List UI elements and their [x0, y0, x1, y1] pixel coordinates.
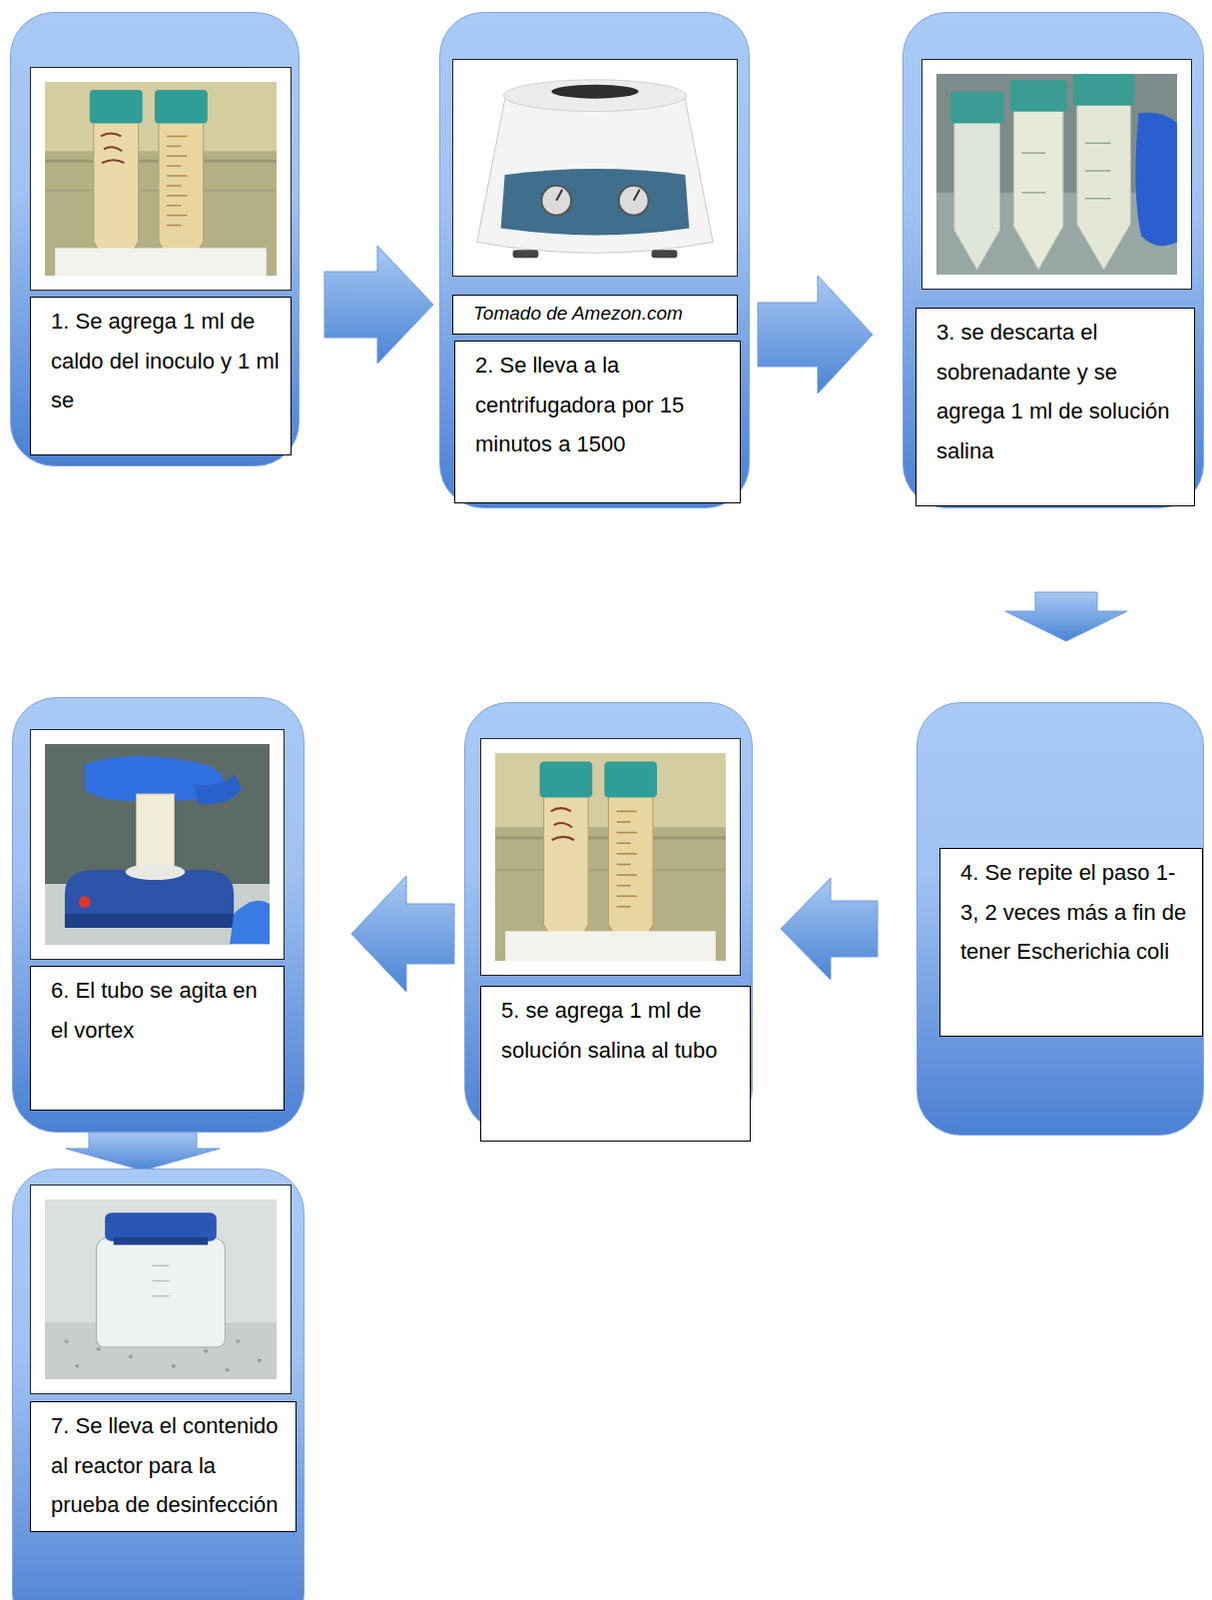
block-arrow	[351, 875, 455, 992]
step-card: Tomado de Amezon.com 2. Se lleva a la cen…	[439, 11, 750, 509]
photo-frame	[29, 66, 292, 291]
tubes-photo	[936, 73, 1178, 275]
centrifuge-photo	[453, 59, 737, 276]
tubes-photo	[44, 81, 277, 276]
step-card: 6. El tubo se agita en el vortex	[11, 696, 305, 1133]
step-text: 4. Se repite el paso 1-3, 2 veces más a …	[939, 847, 1204, 1037]
photo-credit: Tomado de Amezon.com	[452, 294, 738, 335]
block-arrow	[1005, 592, 1128, 641]
block-arrow	[65, 1132, 220, 1171]
step-text: 2. Se lleva a la centrifugadora por 15 m…	[454, 340, 741, 504]
step-card: 4. Se repite el paso 1-3, 2 veces más a …	[916, 701, 1205, 1136]
photo-frame	[452, 58, 738, 277]
block-arrow	[324, 245, 434, 364]
step-card: 3. se descarta el sobrenadante y se agre…	[902, 11, 1205, 509]
bottle-photo	[44, 1199, 277, 1379]
step-card: 5. se agrega 1 ml de solución salina al …	[464, 701, 753, 1133]
block-arrow	[757, 275, 873, 394]
tubes-photo	[495, 752, 726, 961]
block-arrow	[780, 877, 878, 980]
photo-frame	[29, 728, 285, 960]
vortex-photo	[44, 743, 270, 945]
step-text: 5. se agrega 1 ml de solución salina al …	[480, 985, 751, 1142]
step-card: 1. Se agrega 1 ml de caldo del inoculo y…	[9, 11, 300, 467]
step-text: 3. se descarta el sobrenadante y se agre…	[915, 307, 1196, 507]
step-text: 6. El tubo se agita en el vortex	[29, 965, 285, 1111]
photo-frame	[29, 1184, 292, 1394]
step-text: 1. Se agrega 1 ml de caldo del inoculo y…	[29, 296, 292, 456]
photo-frame	[480, 737, 741, 976]
step-card: 7. Se lleva el contenido al reactor para…	[11, 1168, 305, 1600]
step-text: 7. Se lleva el contenido al reactor para…	[29, 1400, 297, 1532]
photo-frame	[921, 58, 1193, 290]
